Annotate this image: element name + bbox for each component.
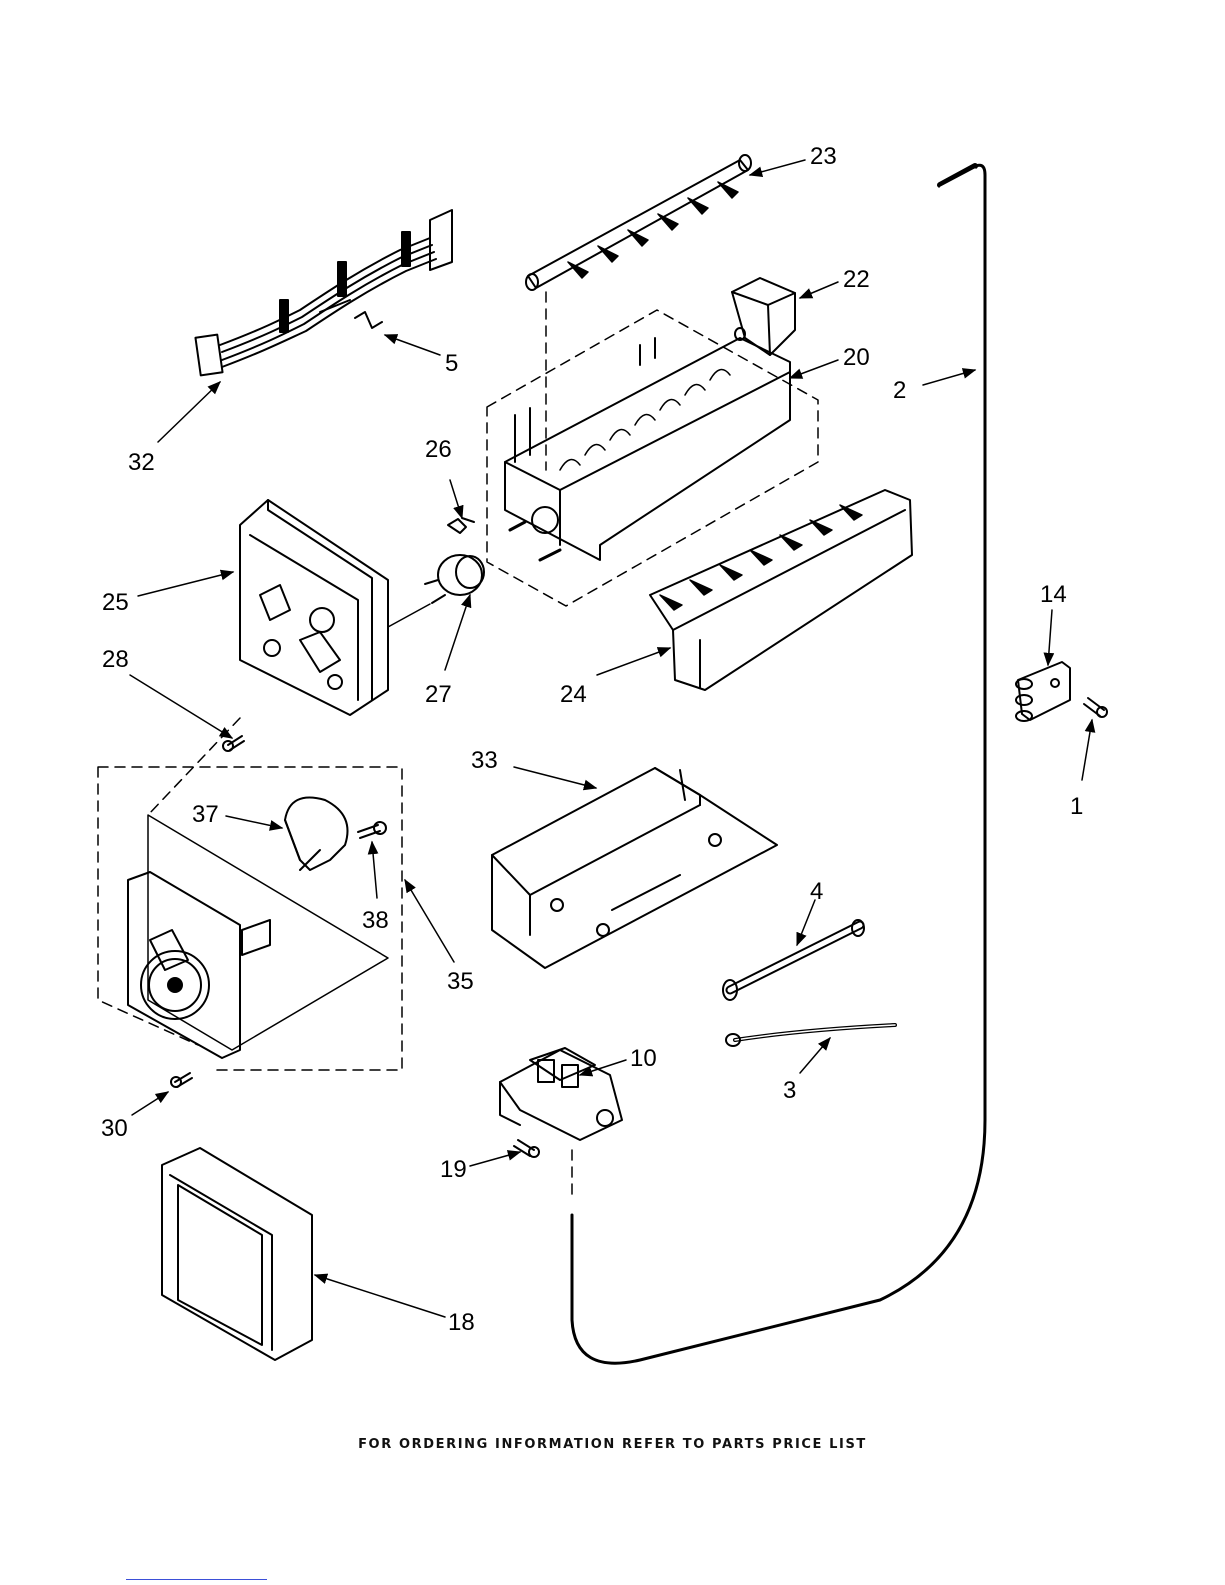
wire-clip-part (355, 312, 382, 328)
footer-note: FOR ORDERING INFORMATION REFER TO PARTS … (0, 1437, 1225, 1452)
callout-18: 18 (448, 1309, 475, 1336)
screw-19-part (514, 1140, 539, 1157)
callout-25: 25 (102, 589, 129, 616)
bracket-tray-part (492, 768, 777, 968)
callout-23: 23 (810, 143, 837, 170)
screw-30-part (171, 1073, 192, 1087)
callout-27: 27 (425, 681, 452, 708)
clamp-part (1016, 662, 1070, 721)
mold-part (505, 338, 790, 560)
callout-19: 19 (440, 1156, 467, 1183)
wire-harness-part (195, 210, 452, 375)
thermostat-part (388, 555, 484, 627)
callout-1: 1 (1070, 793, 1083, 820)
callout-35: 35 (447, 968, 474, 995)
motor-module-part (128, 815, 388, 1058)
callout-14: 14 (1040, 581, 1067, 608)
ice-bin-part (162, 1148, 312, 1360)
screw-38-part (358, 822, 386, 838)
callout-10: 10 (630, 1045, 657, 1072)
fill-cup-part (732, 278, 795, 355)
screw-28-part (223, 736, 244, 751)
callout-37: 37 (192, 801, 219, 828)
small-tube-part (726, 1025, 895, 1046)
bottom-link-underline[interactable] (126, 1579, 267, 1580)
module-housing-part (240, 500, 388, 715)
inlet-tube-part (723, 920, 864, 1000)
motor-part (285, 798, 348, 871)
ice-stripper-part (650, 490, 912, 690)
callout-33: 33 (471, 747, 498, 774)
callout-30: 30 (101, 1115, 128, 1142)
callout-20: 20 (843, 344, 870, 371)
clip-part (448, 518, 474, 533)
motor-assembly-dashed-box (98, 767, 402, 1070)
water-valve-part (500, 1048, 622, 1200)
callout-38: 38 (362, 907, 389, 934)
callout-3: 3 (783, 1077, 796, 1104)
callout-22: 22 (843, 266, 870, 293)
leader-lines (130, 160, 1092, 1317)
callout-4: 4 (810, 878, 823, 905)
screw-1-part (1084, 698, 1107, 717)
callout-24: 24 (560, 681, 587, 708)
ejector-blade-part (526, 155, 751, 290)
callout-labels: 23 22 20 2 5 32 26 25 14 28 27 24 33 1 3… (101, 143, 1083, 1336)
callout-5: 5 (445, 350, 458, 377)
callout-28: 28 (102, 646, 129, 673)
water-tube-part (572, 165, 985, 1363)
callout-32: 32 (128, 449, 155, 476)
callout-26: 26 (425, 436, 452, 463)
callout-2: 2 (893, 377, 906, 404)
